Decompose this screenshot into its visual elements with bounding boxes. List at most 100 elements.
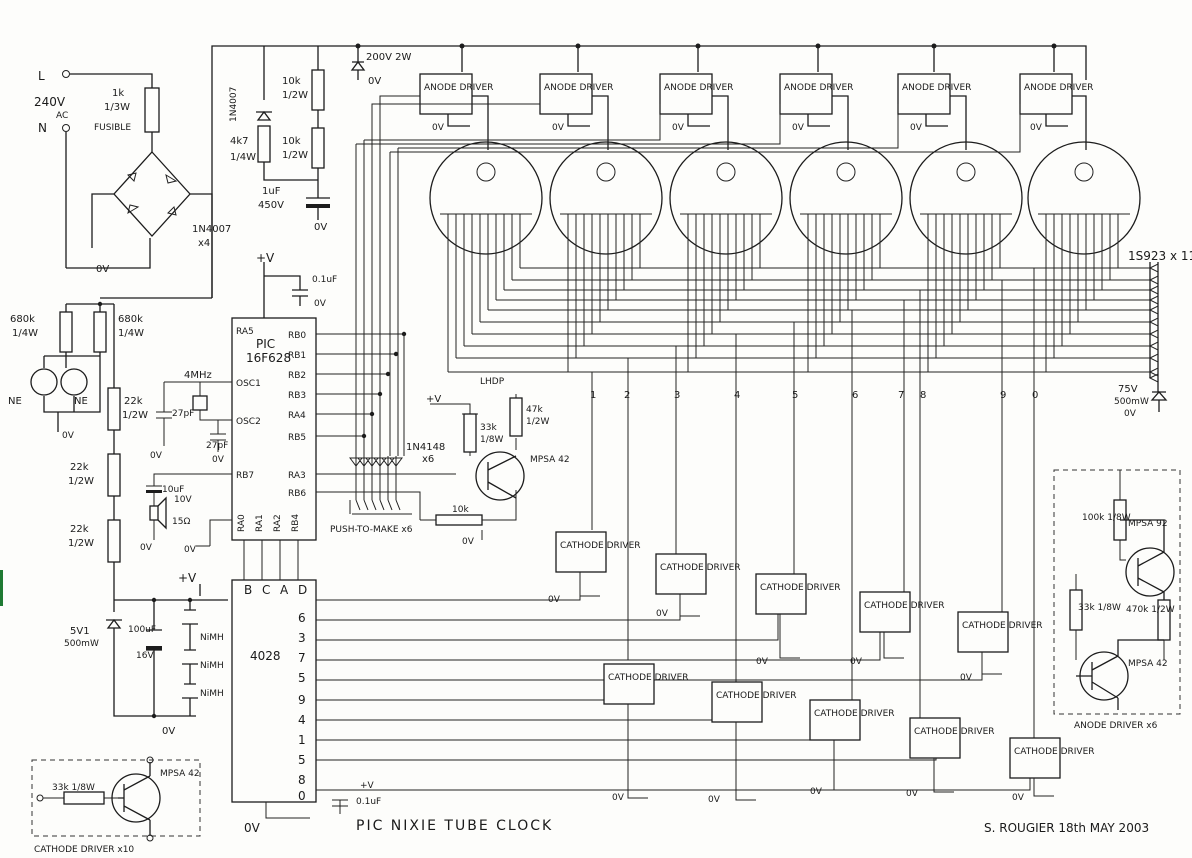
- svg-text:CATHODE DRIVER: CATHODE DRIVER: [814, 709, 895, 719]
- svg-text:MPSA 42: MPSA 42: [530, 455, 570, 465]
- fusible-resistor: 1k 1/3W FUSIBLE: [94, 87, 160, 152]
- svg-text:A: A: [280, 583, 289, 597]
- svg-text:RA5: RA5: [236, 327, 254, 337]
- svg-text:ANODE DRIVER: ANODE DRIVER: [784, 83, 853, 93]
- nixie-tubes: [429, 141, 1141, 255]
- svg-text:+V: +V: [360, 781, 375, 791]
- svg-text:0V: 0V: [656, 609, 669, 619]
- svg-text:47k: 47k: [526, 405, 543, 415]
- svg-text:ANODE DRIVER: ANODE DRIVER: [424, 83, 493, 93]
- svg-text:ANODE DRIVER x6: ANODE DRIVER x6: [1074, 721, 1158, 731]
- svg-text:1/2W: 1/2W: [526, 417, 549, 427]
- page-edge-mark: [0, 570, 3, 606]
- svg-text:1N4148: 1N4148: [406, 442, 445, 453]
- svg-text:0: 0: [298, 789, 306, 803]
- svg-text:0.1uF: 0.1uF: [356, 797, 381, 807]
- svg-text:1/2W: 1/2W: [68, 476, 94, 487]
- svg-text:1: 1: [298, 733, 306, 747]
- svg-text:x4: x4: [198, 238, 210, 249]
- anode-driver-legend: 100k 1/8W MPSA 92 33k 1/8W 470k 1/2W MPS…: [1053, 469, 1181, 731]
- svg-text:1/2W: 1/2W: [282, 150, 308, 161]
- svg-text:16V: 16V: [136, 651, 154, 661]
- counter-4028: B C A D 4028 6 3 7 5 9 4 1 5 8 0 0V +V 0…: [231, 540, 1031, 835]
- svg-text:RB0: RB0: [288, 331, 306, 341]
- svg-text:5: 5: [298, 671, 306, 685]
- svg-text:NE: NE: [8, 396, 22, 407]
- svg-text:MPSA 42: MPSA 42: [160, 769, 200, 779]
- svg-text:0V: 0V: [162, 726, 175, 737]
- cathode-drivers: CATHODE DRIVER CATHODE DRIVER CATHODE DR…: [548, 531, 1095, 805]
- svg-text:CATHODE DRIVER: CATHODE DRIVER: [914, 727, 995, 737]
- svg-text:0.1uF: 0.1uF: [312, 275, 337, 285]
- svg-text:8: 8: [298, 773, 306, 787]
- svg-text:33k 1/8W: 33k 1/8W: [52, 783, 95, 793]
- svg-text:0V: 0V: [212, 455, 225, 465]
- svg-text:8: 8: [920, 390, 926, 401]
- svg-text:22k: 22k: [124, 396, 143, 407]
- svg-text:0V: 0V: [612, 793, 625, 803]
- svg-text:RB7: RB7: [236, 471, 254, 481]
- svg-text:RB5: RB5: [288, 433, 306, 443]
- bridge-rectifier: 1N4007 x4: [91, 151, 231, 298]
- svg-text:CATHODE DRIVER: CATHODE DRIVER: [716, 691, 797, 701]
- keypad: 1N4148 x6 PUSH-TO-MAKE x6 10k 0V: [316, 442, 517, 547]
- svg-text:9: 9: [298, 693, 306, 707]
- svg-text:CATHODE DRIVER: CATHODE DRIVER: [1014, 747, 1095, 757]
- svg-text:0V: 0V: [960, 673, 973, 683]
- svg-text:0V: 0V: [62, 431, 75, 441]
- crystal-osc: 4MHz 27pF 27pF 0V 0V: [150, 370, 232, 465]
- digit-feeds: 1 2 3 4 5 6 7 8 9 0: [590, 268, 1038, 738]
- svg-text:0V: 0V: [150, 451, 163, 461]
- svg-text:CATHODE DRIVER: CATHODE DRIVER: [962, 621, 1043, 631]
- svg-text:1/8W: 1/8W: [480, 435, 503, 445]
- svg-text:3: 3: [298, 631, 306, 645]
- anode-driver-6: [1019, 73, 1073, 115]
- supply-chain: 22k 1/2W 22k 1/2W 22k 1/2W 5V1 500mW 100…: [64, 304, 228, 737]
- svg-text:33k: 33k: [480, 423, 497, 433]
- hv-bus-taps: [461, 46, 1055, 72]
- svg-text:NiMH: NiMH: [200, 633, 224, 643]
- svg-text:5: 5: [298, 753, 306, 767]
- svg-text:CATHODE DRIVER: CATHODE DRIVER: [760, 583, 841, 593]
- svg-text:9: 9: [1000, 390, 1006, 401]
- svg-text:NiMH: NiMH: [200, 689, 224, 699]
- zener-200v: 200V 2W 0V: [350, 46, 411, 87]
- svg-text:PIC: PIC: [256, 337, 275, 351]
- svg-text:0V: 0V: [708, 795, 721, 805]
- svg-text:6: 6: [298, 611, 306, 625]
- svg-text:L: L: [38, 69, 45, 83]
- svg-text:0V: 0V: [910, 123, 923, 133]
- svg-text:0V: 0V: [672, 123, 685, 133]
- anode-drivers: ANODE DRIVER ANODE DRIVER ANODE DRIVER A…: [355, 73, 1093, 456]
- svg-text:RB6: RB6: [288, 489, 306, 499]
- neon-timebase: 680k 1/4W 680k 1/4W NE NE 0V: [8, 301, 144, 441]
- svg-text:4028: 4028: [250, 649, 281, 663]
- anode-driver-2: [539, 73, 593, 115]
- cathode-bus: 1S923 x 11 75V 500mW 0V: [447, 214, 1192, 419]
- svg-text:ANODE DRIVER: ANODE DRIVER: [902, 83, 971, 93]
- svg-text:RA2: RA2: [273, 514, 283, 532]
- anode-driver-3: [659, 73, 713, 115]
- svg-text:0V: 0V: [244, 821, 261, 835]
- svg-text:CATHODE DRIVER: CATHODE DRIVER: [608, 673, 689, 683]
- nixie-tube-4: [789, 141, 903, 255]
- svg-text:100k 1/8W: 100k 1/8W: [1082, 513, 1131, 523]
- svg-text:1/2W: 1/2W: [282, 90, 308, 101]
- svg-text:RB2: RB2: [288, 371, 306, 381]
- svg-text:1/2W: 1/2W: [122, 410, 148, 421]
- svg-text:0V: 0V: [548, 595, 561, 605]
- svg-text:+V: +V: [178, 571, 197, 585]
- svg-text:100uF: 100uF: [128, 625, 156, 635]
- svg-text:5: 5: [792, 390, 798, 401]
- svg-text:RA1: RA1: [255, 514, 265, 532]
- svg-text:2: 2: [624, 390, 630, 401]
- svg-text:CATHODE DRIVER: CATHODE DRIVER: [864, 601, 945, 611]
- svg-text:200V 2W: 200V 2W: [366, 52, 411, 63]
- svg-text:RB3: RB3: [288, 391, 306, 401]
- svg-text:1/4W: 1/4W: [12, 328, 38, 339]
- nixie-tube-1: [429, 141, 543, 255]
- svg-text:D: D: [298, 583, 307, 597]
- svg-text:0V: 0V: [432, 123, 445, 133]
- svg-text:0V: 0V: [1012, 793, 1025, 803]
